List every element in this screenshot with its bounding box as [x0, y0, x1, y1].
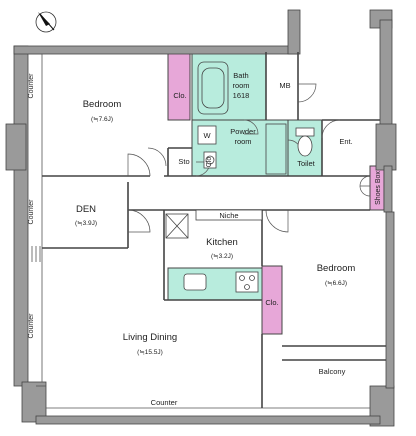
closet-1-area	[167, 51, 191, 121]
bath-room-size-label: 1618	[233, 91, 250, 100]
balcony-label: Balcony	[319, 367, 346, 376]
kitchen-label: Kitchen	[206, 237, 238, 248]
powder-room-label-2: room	[234, 137, 251, 146]
counter-left-top-label: Counter	[28, 73, 35, 99]
fixtures	[165, 61, 315, 293]
den-label: DEN	[76, 204, 96, 215]
counter-left-den-label: Counter	[28, 199, 35, 225]
shoes-box-label: Shoes Box	[375, 171, 382, 205]
closet-1-label: Clo.	[173, 91, 186, 100]
bedroom-1-area-label: (≒7.6J)	[91, 116, 113, 123]
niche-label: Niche	[219, 211, 238, 220]
kitchen-area-label: (≒3.2J)	[211, 253, 233, 260]
living-dining-area-label: (≒15.5J)	[137, 349, 163, 356]
den-area-label: (≒3.9J)	[75, 220, 97, 227]
bedroom-2-area-label: (≒6.6J)	[325, 280, 347, 287]
living-dining-label: Living Dining	[123, 332, 177, 343]
closet-2-label: Clo.	[265, 298, 278, 307]
washer-mark-label: W	[203, 131, 211, 140]
entrance-label: Ent.	[339, 137, 352, 146]
bedroom-2-label: Bedroom	[317, 263, 356, 274]
bath-room-label-1: Bath	[233, 71, 248, 80]
closet-small-label: Clo	[206, 157, 213, 168]
powder-room-label-1: Powder	[230, 127, 256, 136]
toilet-label: Toilet	[297, 159, 315, 168]
window-rails	[28, 53, 370, 409]
structural-walls	[5, 9, 397, 427]
counter-left-living-label: Counter	[28, 313, 35, 339]
bath-room-label-2: room	[232, 81, 249, 90]
counter-bottom-label: Counter	[151, 398, 178, 407]
storage-label: Sto	[178, 157, 189, 166]
bedroom-1-label: Bedroom	[83, 99, 122, 110]
north-arrow-icon	[35, 11, 57, 33]
mb-label: MB	[279, 81, 290, 90]
